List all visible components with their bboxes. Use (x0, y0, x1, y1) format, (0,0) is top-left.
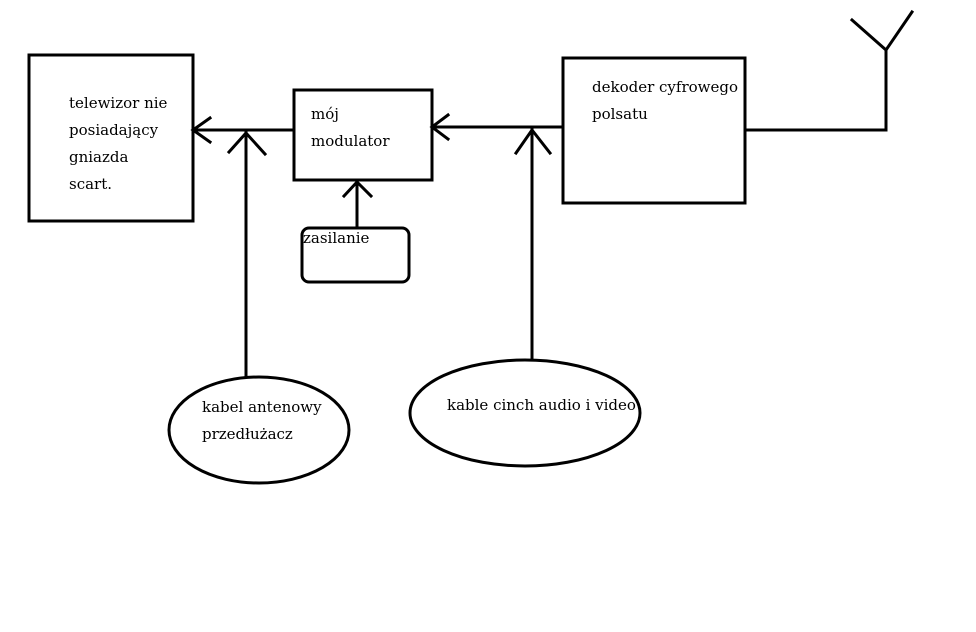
power-arrowhead (341, 179, 374, 199)
antenna-wire (743, 48, 888, 132)
antenna-cable-ellipse (167, 375, 351, 485)
antenna-cable-label-line: przedłużacz (202, 425, 293, 443)
antenna-cable-label: kabel antenowy przedłużacz (202, 394, 322, 448)
decoder-label-line: polsatu (592, 105, 648, 123)
modulator-input-arrowhead (429, 112, 451, 142)
decoder-box-label: dekoder cyfrowego polsatu (592, 74, 738, 128)
tv-input-arrowhead (190, 115, 213, 145)
tv-label-line: telewizor nie (69, 94, 168, 112)
modulator-label-line: mój (311, 105, 339, 123)
tv-box-label: telewizor nie posiadający gniazda scart. (69, 90, 167, 198)
antenna-cable-label-line: kabel antenowy (202, 398, 322, 416)
decoder-label-line: dekoder cyfrowego (592, 78, 738, 96)
cinch-cables-label: kable cinch audio i video (447, 396, 636, 414)
tv-label-line: posiadający (69, 121, 159, 139)
cinch-cable-arrowhead (513, 127, 553, 156)
tv-box (27, 53, 195, 223)
tv-label-line: scart. (69, 175, 113, 193)
power-box-label: zasilanie (303, 229, 370, 247)
modulator-box (292, 88, 434, 182)
antenna-icon (849, 9, 915, 53)
antenna-cable-arrowhead (226, 130, 268, 157)
tv-label-line: gniazda (69, 148, 129, 166)
cinch-cable-ellipse (408, 358, 642, 468)
modulator-box-label: mój modulator (311, 101, 390, 155)
modulator-label-line: modulator (311, 132, 390, 150)
